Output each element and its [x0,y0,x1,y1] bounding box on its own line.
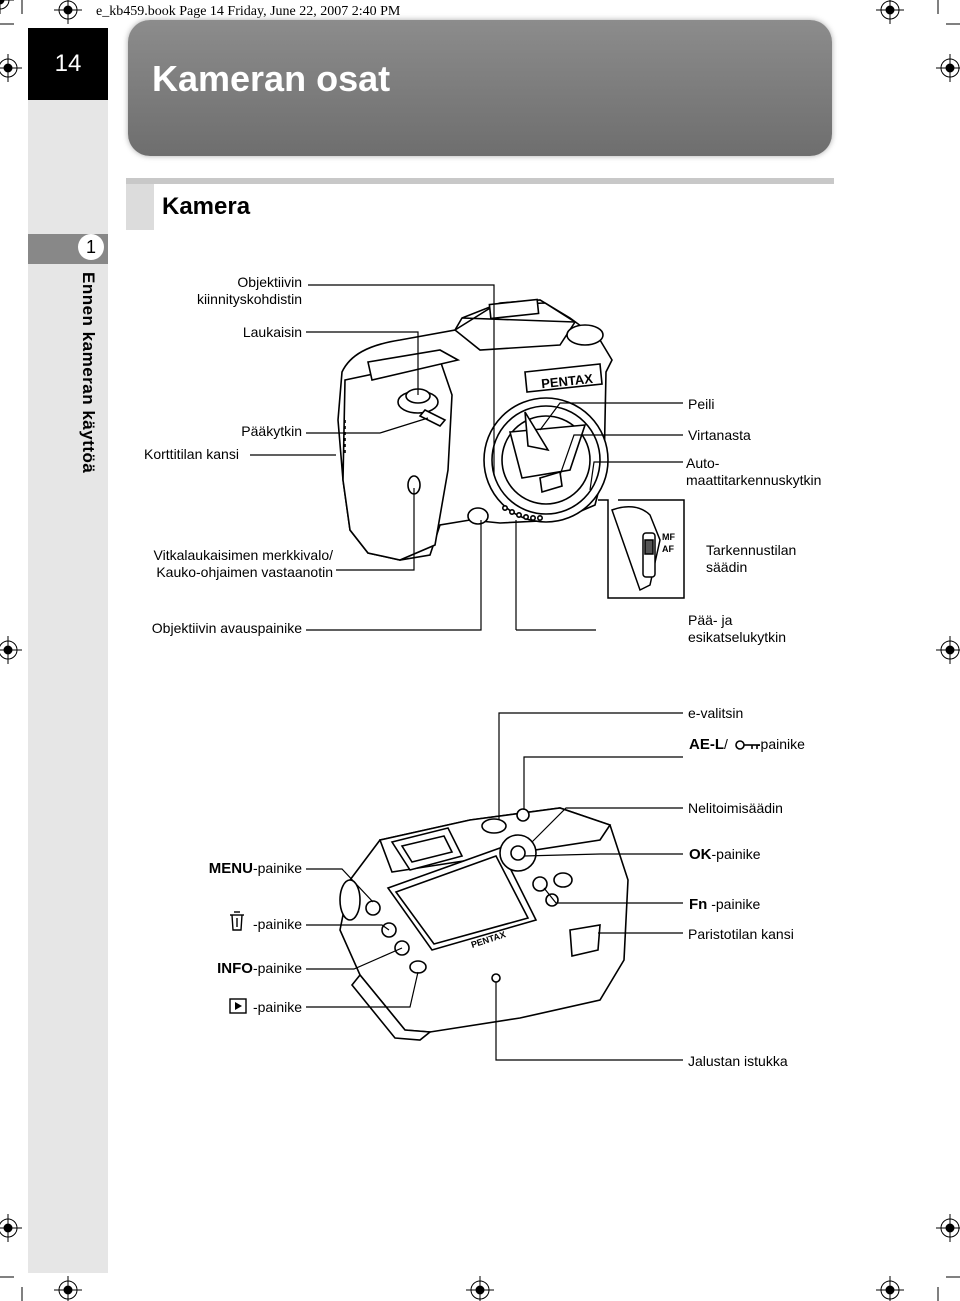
label-line: esikatselukytkin [688,629,787,645]
camera-front-illustration [337,298,613,561]
print-header: e_kb459.book Page 14 Friday, June 22, 20… [96,4,401,19]
label-line: Kauko-ohjaimen vastaanotin [156,564,333,580]
label-info-button: INFO-painike [150,960,302,977]
label-line: säädin [706,559,748,575]
trash-icon [230,911,244,931]
label-shutter-release: Laukaisin [242,324,302,340]
side-margin-band [28,28,108,1273]
label-sep: / [724,736,728,752]
page-number: 14 [28,28,108,100]
label-ok-button: OK-painike [689,846,761,863]
front-brand-logo: PENTAX [540,371,593,391]
label-rest: -painike [711,846,761,862]
label-battery-cover: Paristotilan kansi [688,926,794,942]
label-four-way-controller: Nelitoimisäädin [688,800,783,816]
label-lens-mount-index: Objektiivin kiinnityskohdistin [150,274,302,308]
label-mirror: Peili [688,396,715,412]
label-rest: -painike [252,960,302,976]
section-bar [126,178,834,184]
label-line: maattitarkennuskytkin [686,472,822,488]
label-ael-button: AE-L/ -painike [689,736,805,753]
label-menu-button: MENU-painike [150,860,302,877]
label-strong: INFO [217,960,253,977]
title-banner [128,20,832,156]
section-title: Kamera [162,193,251,220]
label-delete-button: -painike [252,916,302,932]
label-strong: Fn [689,896,708,913]
label-af-coupler: Virtanasta [688,427,751,443]
front-leader-lines [250,284,683,631]
chapter-number: 1 [78,234,104,260]
label-rest: -painike [755,736,805,752]
page-title: Kameran osat [152,58,391,99]
label-line: Tarkennustilan [706,542,797,558]
label-strong: MENU [208,860,253,877]
label-line: Objektiivin [237,274,302,290]
label-strong: OK [689,846,712,863]
mf-mark: MF [662,532,675,542]
label-rest: -painike [252,860,302,876]
label-card-cover: Korttitilan kansi [144,446,239,462]
camera-back-illustration [339,807,629,1041]
label-line: kiinnityskohdistin [196,291,302,307]
label-line: Pää- ja [688,612,733,628]
label-main-preview-switch: Pää- ja esikatselukytkin [688,612,786,646]
label-tripod-socket: Jalustan istukka [688,1053,788,1069]
key-icon [735,740,760,750]
play-icon [229,998,247,1014]
chapter-title: Ennen kameran käyttöä [79,272,98,474]
label-e-dial: e-valitsin [688,705,744,721]
label-af-contacts: Auto- maattitarkennuskytkin [686,455,821,489]
label-lens-release: Objektiivin avauspainike [151,620,302,636]
label-line: Auto- [686,455,720,471]
label-focus-mode-lever: Tarkennustilan säädin [706,542,796,576]
label-main-switch: Pääkytkin [241,423,302,439]
label-self-timer-lamp: Vitkalaukaisimen merkkivalo/ Kauko-ohjai… [120,547,333,581]
label-line: Vitkalaukaisimen merkkivalo/ [153,547,333,563]
label-strong: AE-L [689,736,724,753]
label-rest: -painike [707,896,761,912]
section-marker [126,184,154,230]
back-leader-lines [306,712,683,1061]
label-fn-button: Fn -painike [689,896,760,913]
af-mark: AF [662,544,674,554]
label-playback-button: -painike [252,999,302,1015]
focus-mode-switch-inset [598,499,685,599]
